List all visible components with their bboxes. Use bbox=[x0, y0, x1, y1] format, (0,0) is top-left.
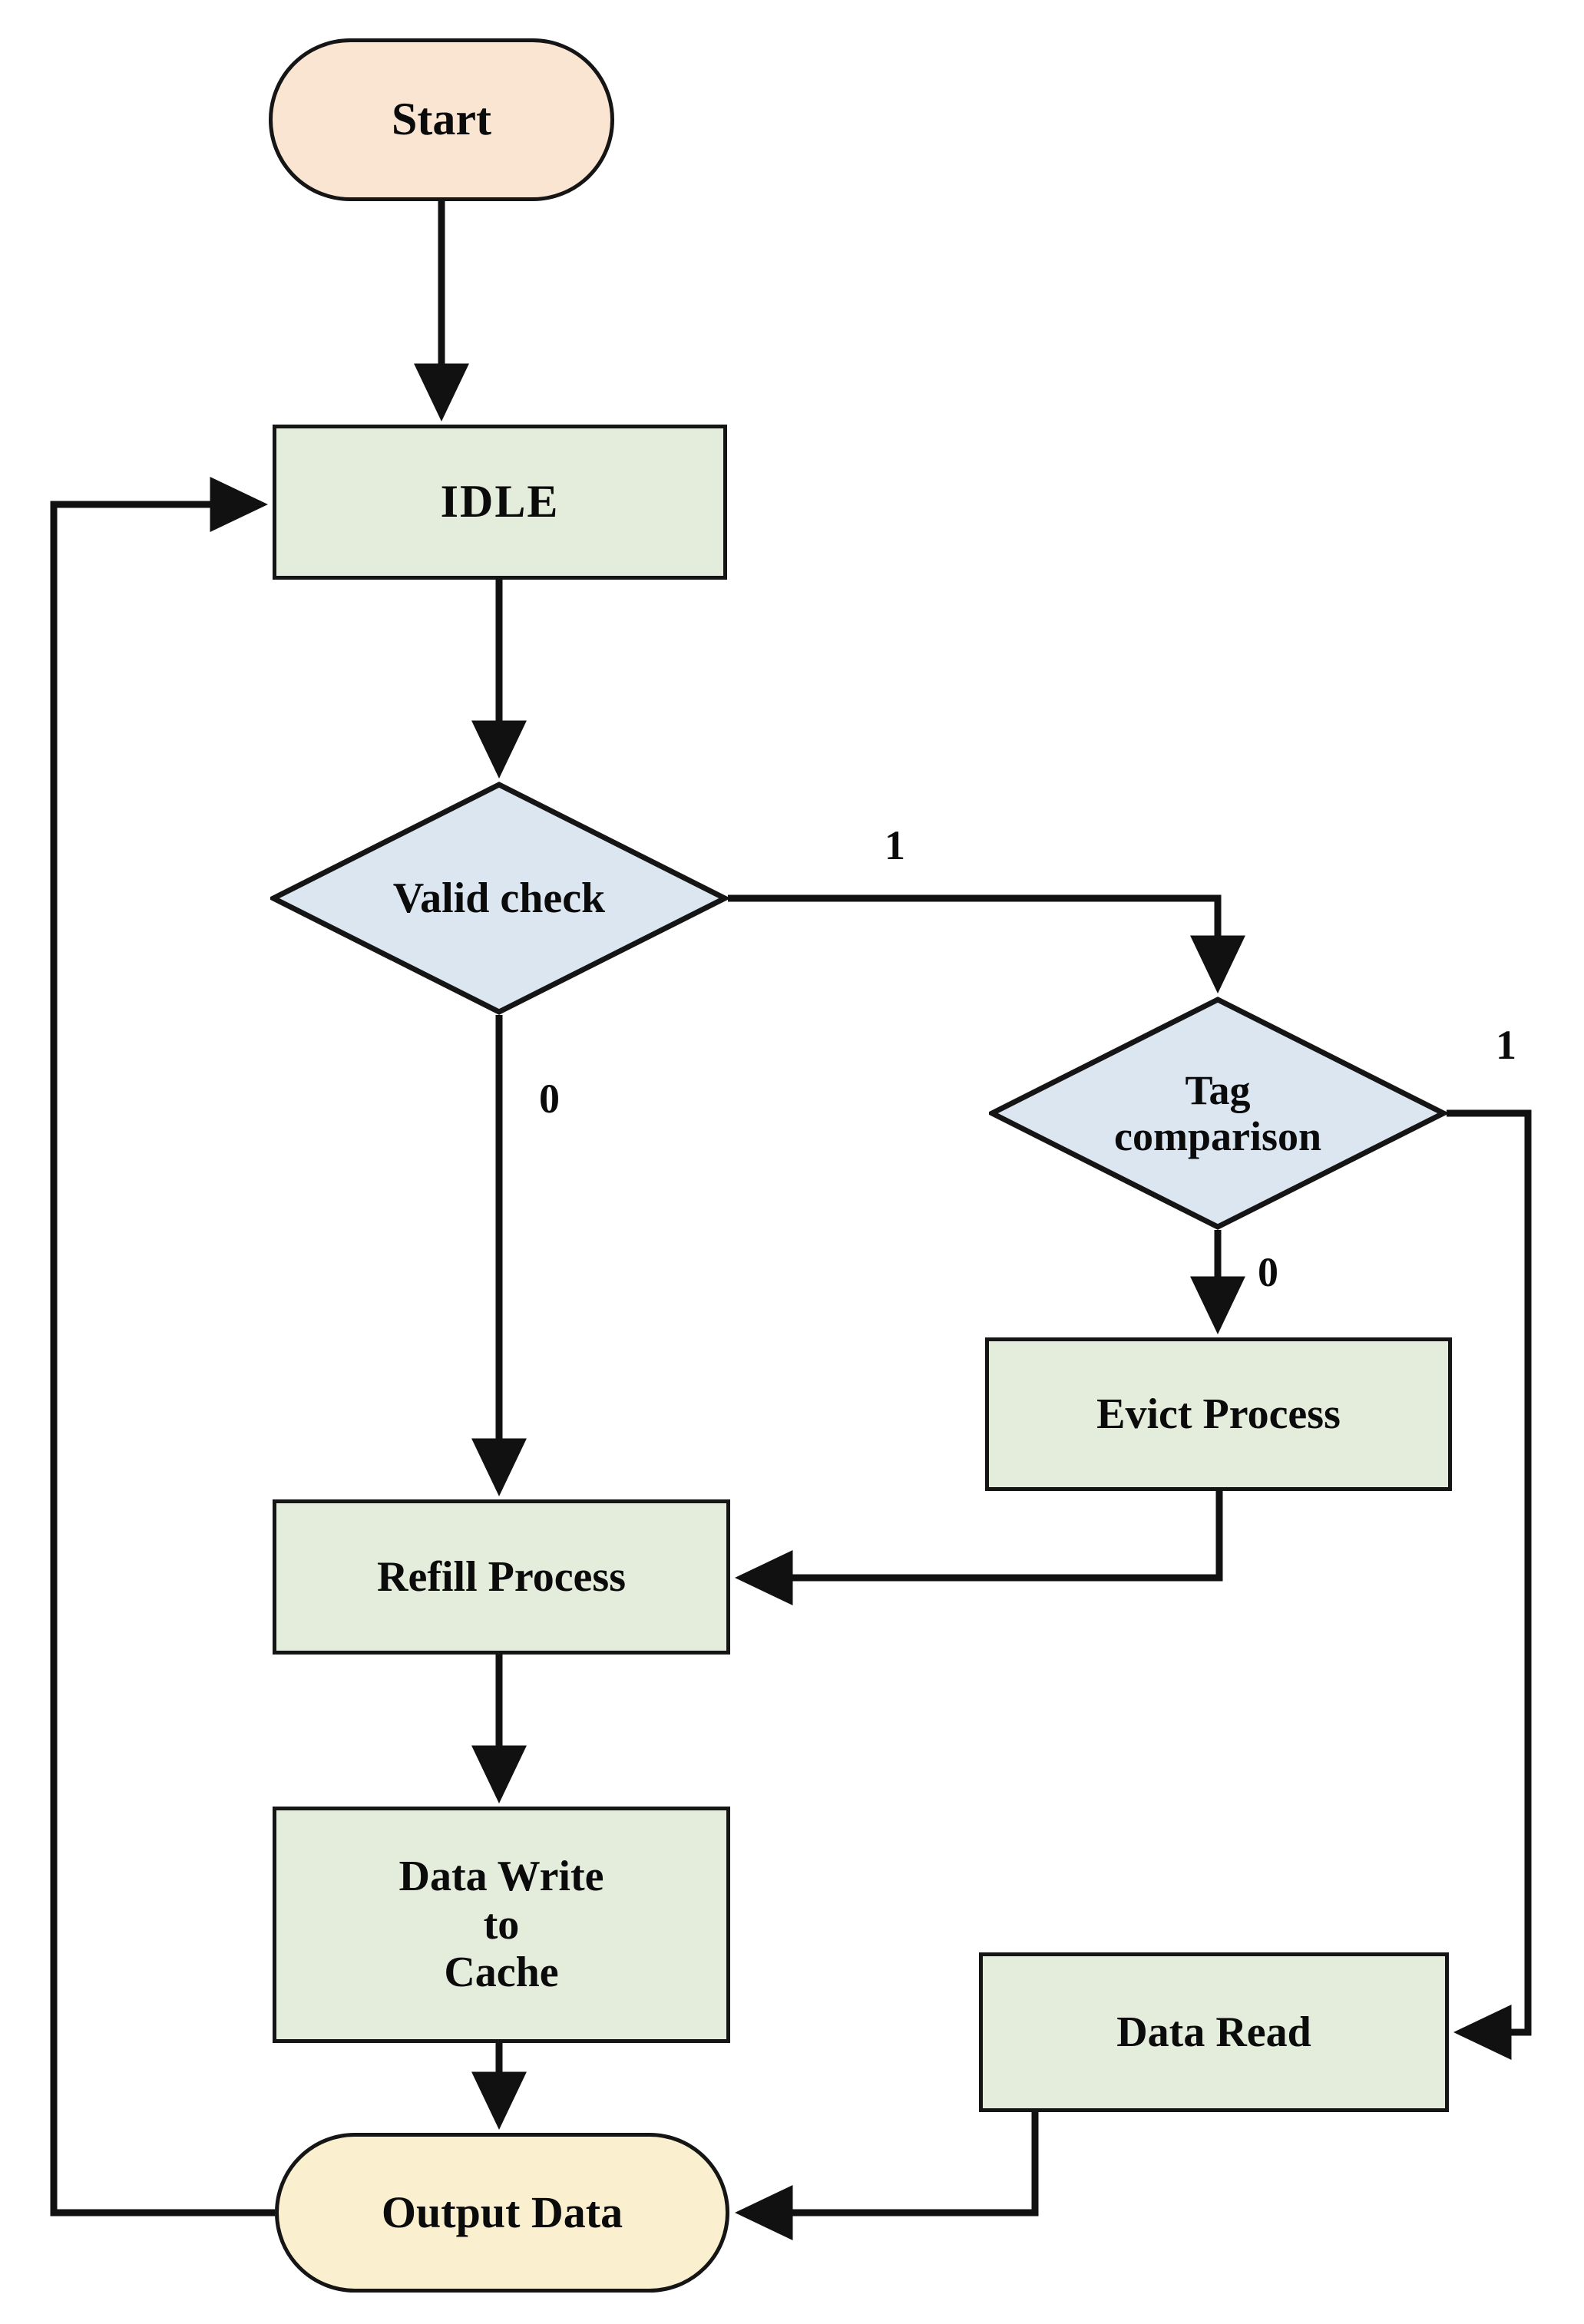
edge-label-valid-zero: 0 bbox=[539, 1076, 560, 1122]
node-evict-process-label: Evict Process bbox=[1096, 1390, 1341, 1438]
node-refill-process[interactable]: Refill Process bbox=[273, 1499, 730, 1655]
node-start[interactable]: Start bbox=[269, 38, 614, 201]
node-output-data[interactable]: Output Data bbox=[275, 2133, 729, 2293]
edge-tag-to-dataread bbox=[1447, 1109, 1532, 2060]
node-valid-check[interactable]: Valid check bbox=[270, 782, 728, 1015]
edge-label-tag-one: 1 bbox=[1496, 1022, 1516, 1068]
edge-dataread-to-output bbox=[735, 2112, 1039, 2240]
node-output-data-label: Output Data bbox=[381, 2187, 623, 2237]
node-idle[interactable]: IDLE bbox=[273, 425, 727, 580]
edge-output-to-idle bbox=[50, 477, 275, 2217]
edge-validcheck-to-tag bbox=[728, 894, 1245, 993]
valid-check-diamond-shape bbox=[270, 782, 728, 1015]
node-data-write-to-cache[interactable]: Data Write to Cache bbox=[273, 1807, 730, 2043]
node-evict-process[interactable]: Evict Process bbox=[985, 1337, 1452, 1491]
tag-comparison-diamond-shape bbox=[989, 997, 1447, 1230]
node-refill-process-label: Refill Process bbox=[377, 1552, 626, 1601]
node-idle-label: IDLE bbox=[440, 476, 560, 527]
node-tag-comparison[interactable]: Tag comparison bbox=[989, 997, 1447, 1230]
node-data-read-label: Data Read bbox=[1116, 2008, 1311, 2056]
edge-label-valid-one: 1 bbox=[885, 822, 905, 868]
node-valid-check-label: Valid check bbox=[392, 874, 606, 922]
node-start-label: Start bbox=[392, 94, 491, 145]
node-tag-comparison-label: Tag comparison bbox=[1114, 1066, 1321, 1159]
node-data-read[interactable]: Data Read bbox=[979, 1952, 1449, 2112]
edge-label-tag-zero: 0 bbox=[1258, 1249, 1278, 1295]
edge-evict-to-refill bbox=[735, 1491, 1223, 1605]
node-data-write-to-cache-label: Data Write to Cache bbox=[398, 1852, 604, 1997]
